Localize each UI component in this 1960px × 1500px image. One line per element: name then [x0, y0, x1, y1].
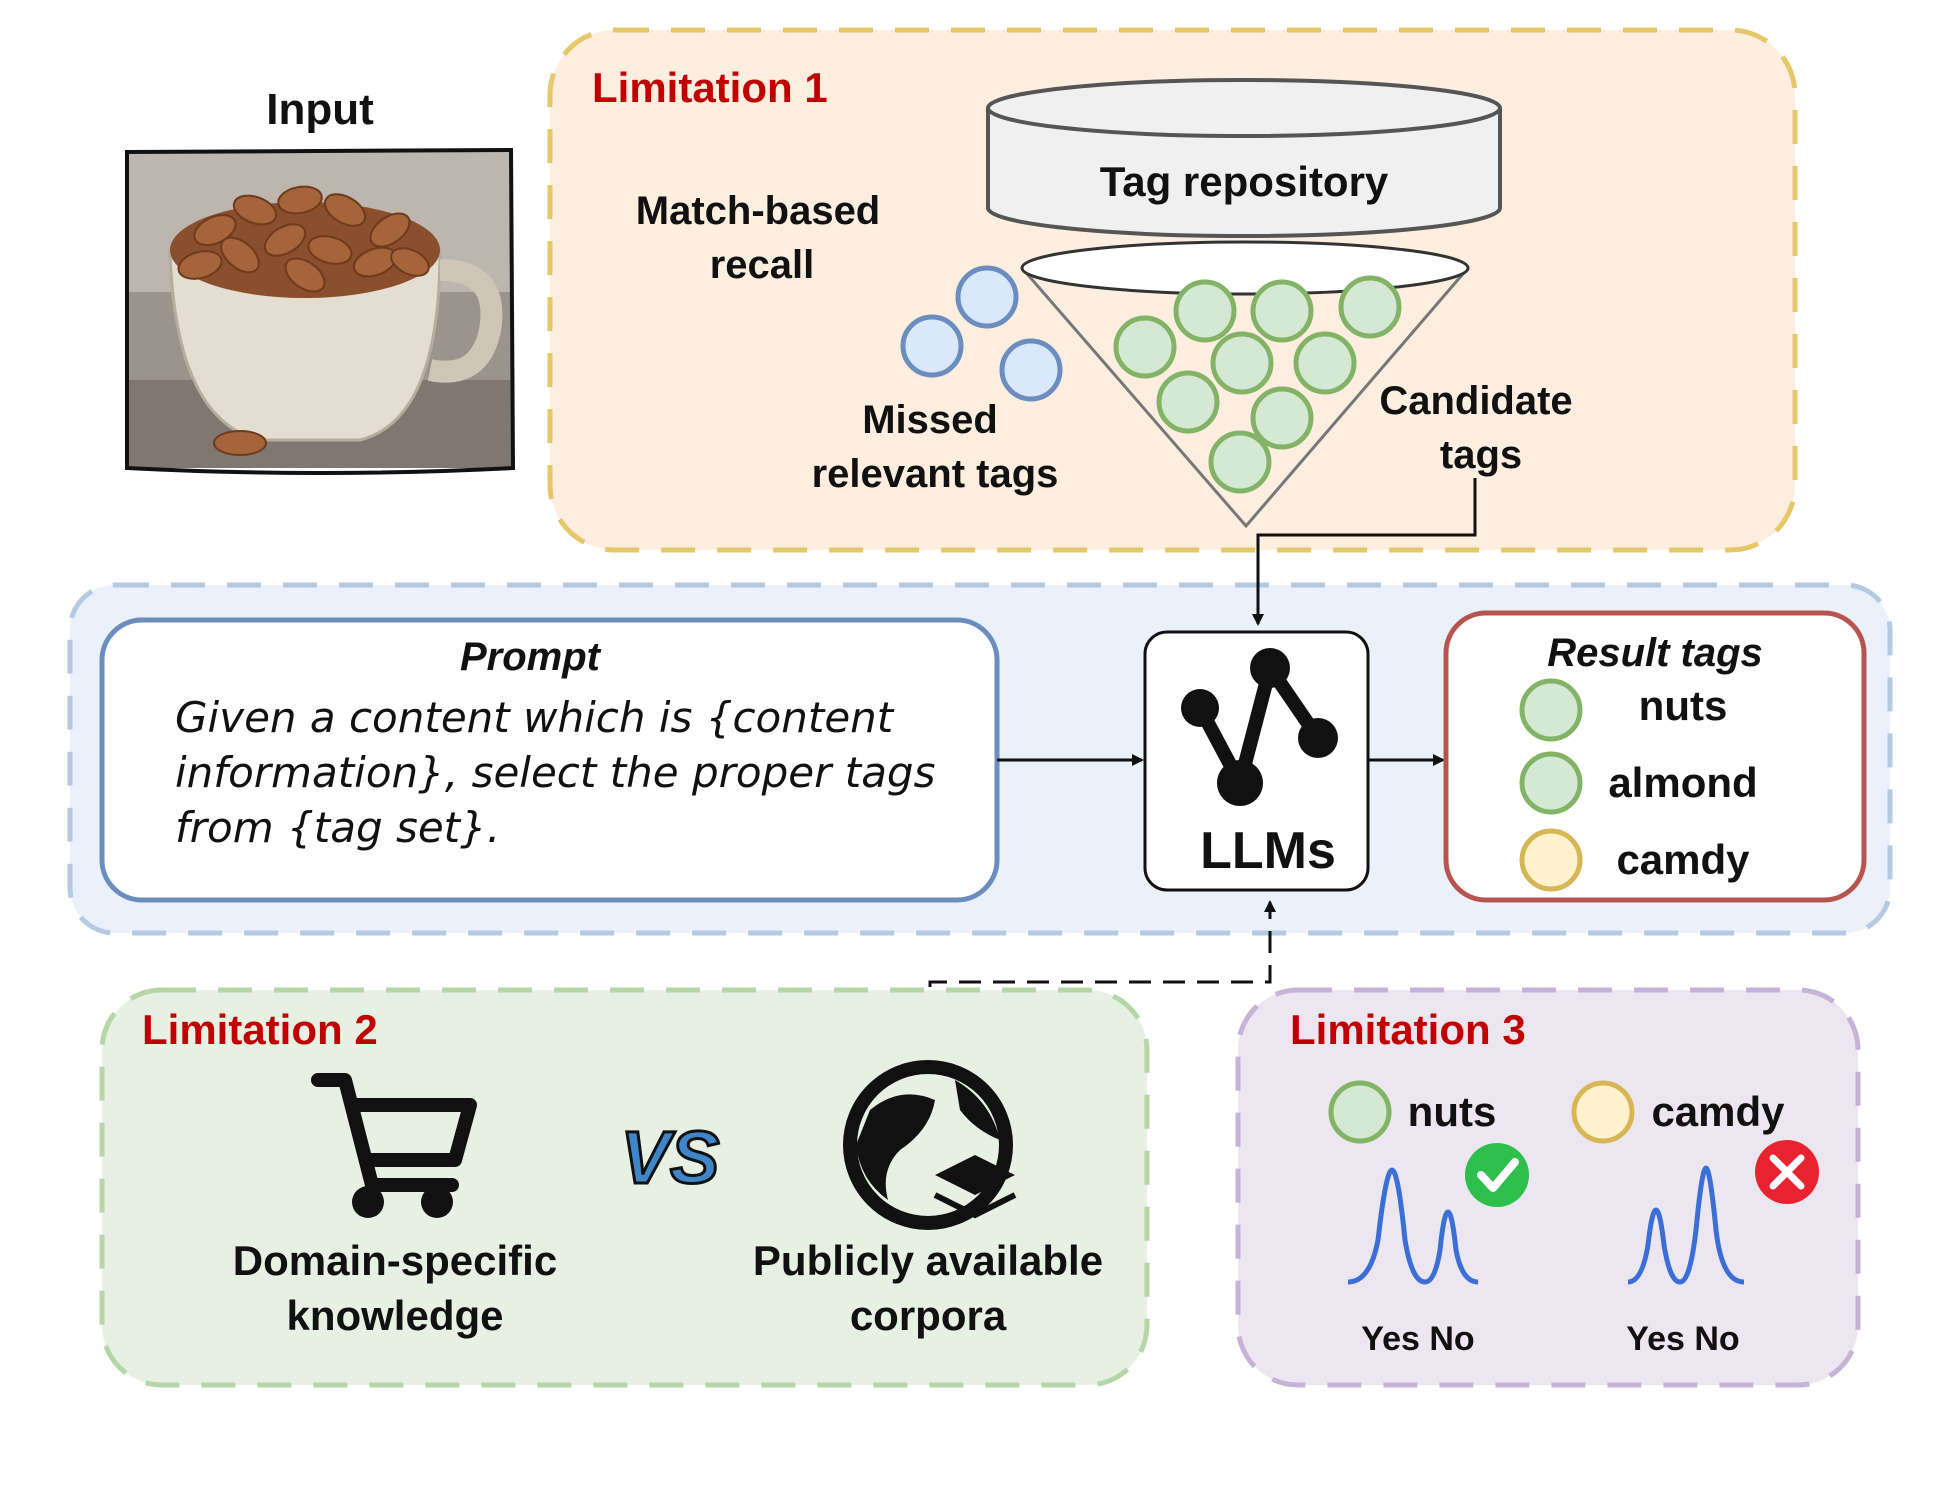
- limitation1-panel: Limitation 1 Tag repository Match-based …: [547, 27, 1798, 553]
- public-corpora-line2: corpora: [850, 1292, 1007, 1339]
- nuts-axis-label: Yes No: [1361, 1320, 1474, 1358]
- llm-graph-icon: [1181, 648, 1338, 806]
- limitation3-tag-nuts: nuts: [1408, 1088, 1497, 1135]
- limitation3-tag-camdy: camdy: [1651, 1088, 1785, 1135]
- candidate-tag: [1173, 279, 1237, 343]
- prompt-line1: Given a content which is {content: [175, 693, 895, 742]
- result-box: Result tags nuts almond camdy: [1443, 610, 1867, 903]
- missed-tags-line1: Missed: [862, 398, 998, 442]
- vs-icon: VS: [619, 1115, 721, 1201]
- shopping-cart-icon: [311, 1073, 477, 1218]
- missed-tags-line2: relevant tags: [812, 452, 1059, 496]
- cross-icon: [1755, 1140, 1819, 1204]
- check-icon: [1465, 1143, 1529, 1207]
- prompt-box: Prompt Given a content which is {content…: [99, 617, 1000, 903]
- missed-tag: [900, 314, 964, 378]
- result-title: Result tags: [1547, 631, 1763, 675]
- candidate-tag: [1113, 315, 1177, 379]
- limitation3-label: Limitation 3: [1290, 1006, 1526, 1053]
- camdy-axis-label: Yes No: [1626, 1320, 1739, 1358]
- prompt-title: Prompt: [460, 635, 602, 679]
- svg-text:VS: VS: [621, 1116, 720, 1199]
- globe-icon: [843, 1060, 1017, 1230]
- nuts-distribution-curve: [1347, 1167, 1479, 1285]
- llm-box: LLMs: [1143, 630, 1370, 892]
- candidate-to-llm-arrow: [1252, 478, 1477, 626]
- candidate-tag: [1208, 430, 1272, 494]
- input-title: Input: [266, 85, 374, 134]
- result-tag-almond: almond: [1608, 759, 1757, 806]
- public-corpora-line1: Publicly available: [753, 1237, 1103, 1284]
- tag-repository-cylinder: Tag repository: [986, 78, 1502, 238]
- missed-tag: [955, 265, 1019, 329]
- missed-tag-circles: [900, 265, 1063, 402]
- result-tag-camdy: camdy: [1616, 836, 1750, 883]
- limitation2-panel: Limitation 2 VS Domain-specific knowledg…: [99, 987, 1150, 1388]
- domain-knowledge-line1: Domain-specific: [233, 1237, 557, 1284]
- result-tag-nuts: nuts: [1639, 682, 1728, 729]
- candidate-tag-circles: [1113, 275, 1402, 494]
- candidate-tag: [1293, 331, 1357, 395]
- nuts-dot: [1328, 1080, 1392, 1144]
- candidate-tag: [1250, 279, 1314, 343]
- result-tag-dot-almond: [1519, 751, 1583, 815]
- camdy-distribution-curve: [1627, 1165, 1745, 1285]
- limitation2-label: Limitation 2: [142, 1006, 378, 1053]
- input-image: [125, 147, 516, 475]
- match-recall-line2: recall: [710, 243, 815, 287]
- candidate-tags-line1: Candidate: [1379, 379, 1572, 423]
- input-panel: Input: [125, 85, 516, 475]
- limitation1-label: Limitation 1: [592, 64, 828, 111]
- missed-tag: [999, 338, 1063, 402]
- match-recall-line1: Match-based: [636, 189, 881, 233]
- candidate-tags-line2: tags: [1440, 433, 1522, 477]
- result-tag-dot-nuts: [1519, 678, 1583, 742]
- prompt-line2: information}, select the proper tags: [175, 748, 935, 797]
- tag-repository-label: Tag repository: [1100, 158, 1389, 205]
- result-tag-dot-camdy: [1519, 828, 1583, 892]
- candidate-tag: [1156, 370, 1220, 434]
- candidate-tag: [1338, 275, 1402, 339]
- camdy-dot: [1571, 1080, 1635, 1144]
- limitation3-panel: Limitation 3 nuts camdy Yes No Yes No: [1235, 987, 1861, 1388]
- candidate-tag: [1210, 331, 1274, 395]
- llm-label: LLMs: [1200, 822, 1336, 880]
- prompt-line3: from {tag set}.: [175, 803, 500, 852]
- domain-knowledge-line2: knowledge: [286, 1292, 503, 1339]
- candidate-tag: [1250, 386, 1314, 450]
